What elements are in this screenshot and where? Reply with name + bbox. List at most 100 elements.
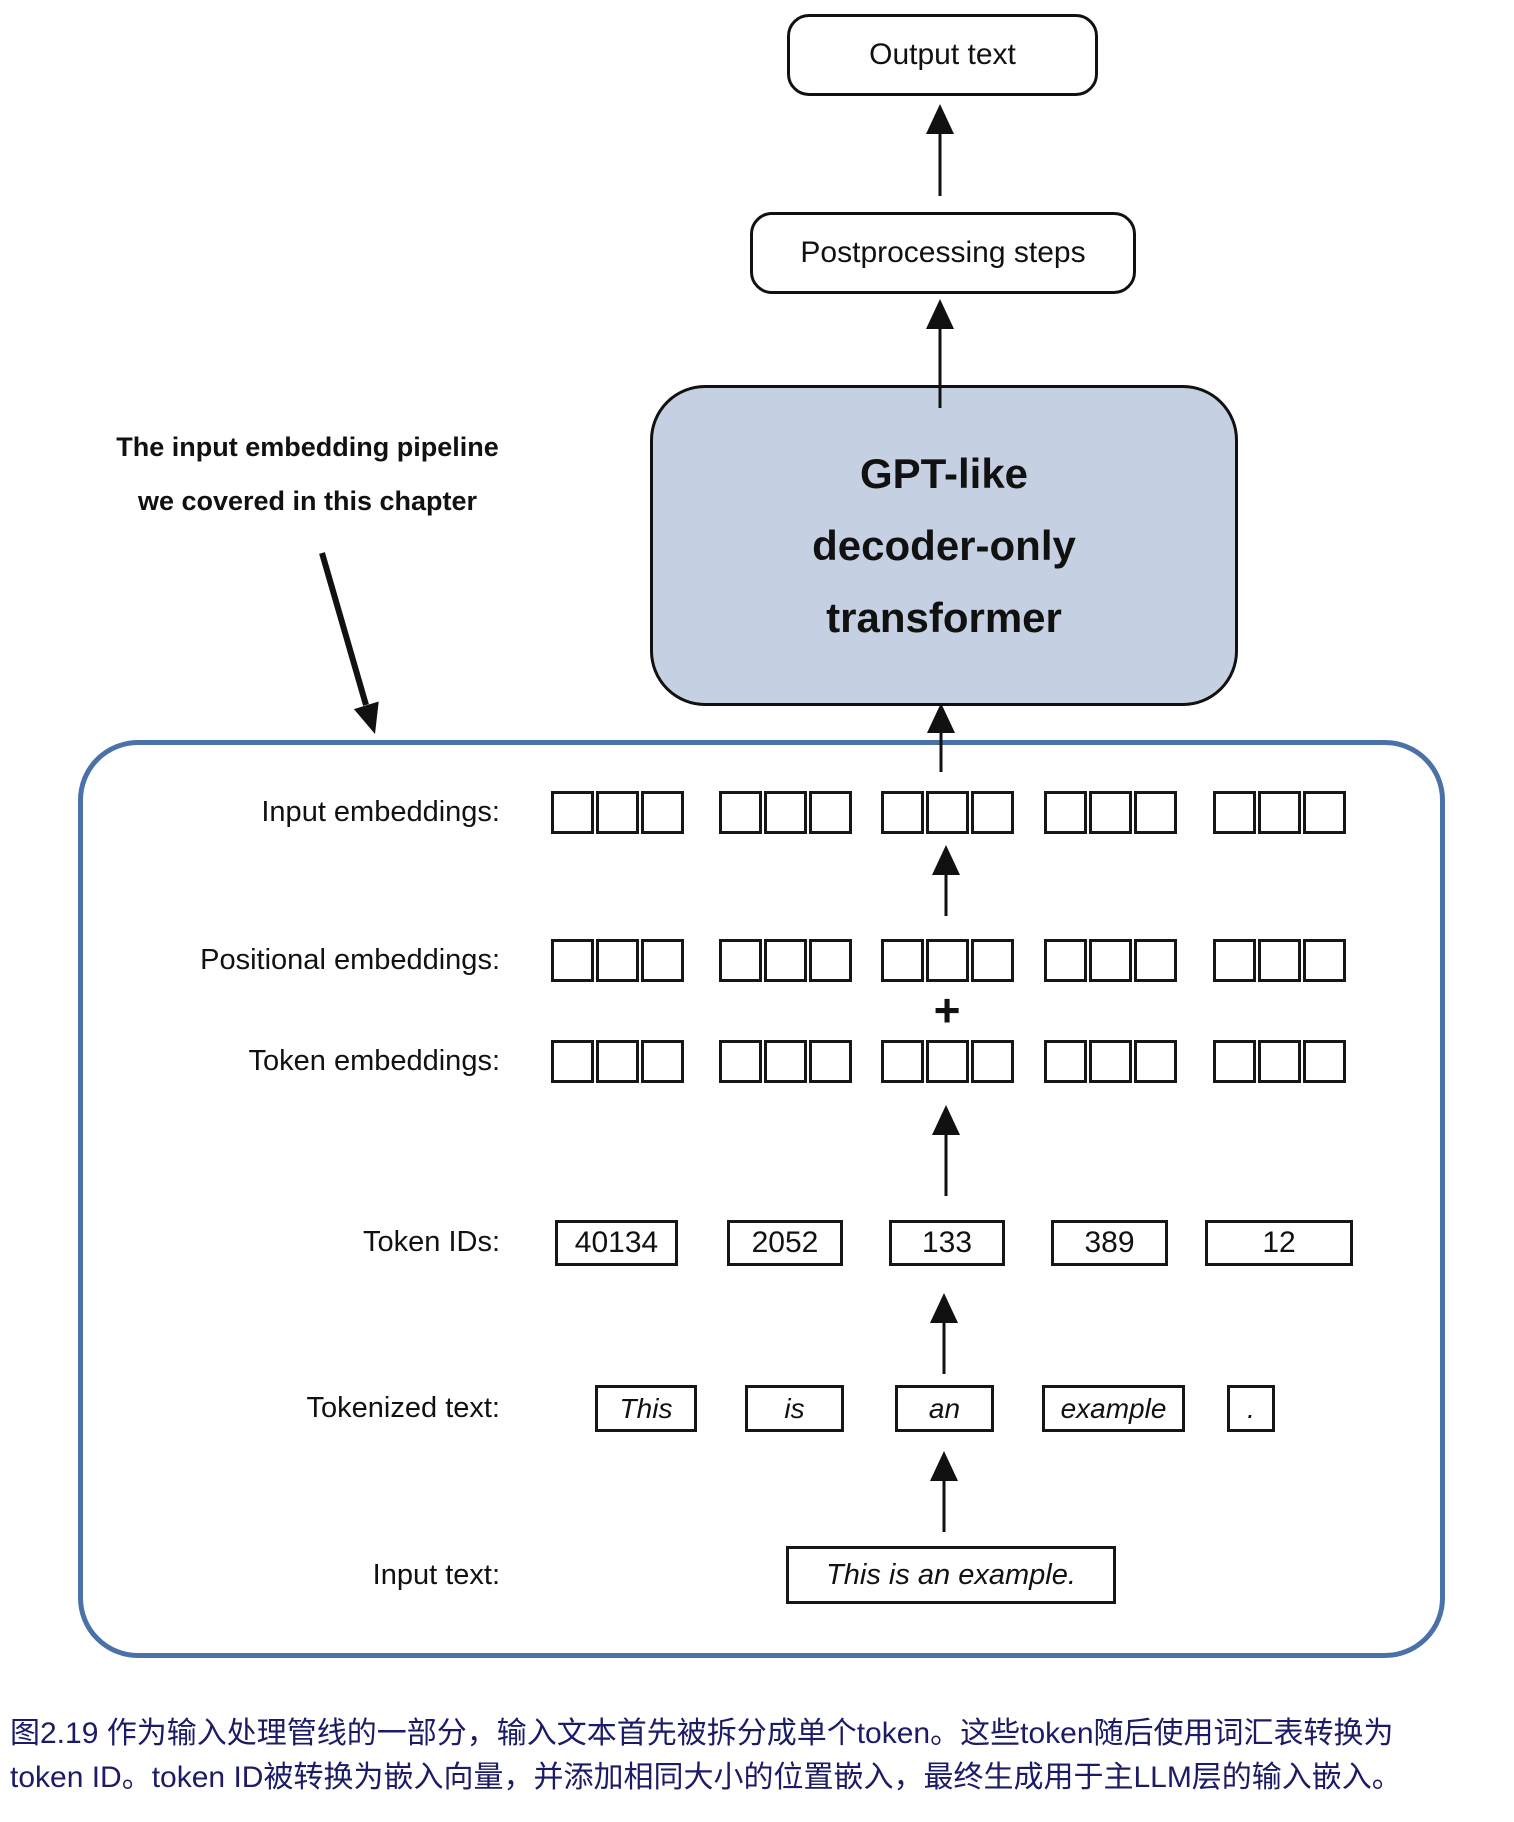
embedding-cell bbox=[551, 939, 594, 982]
annotation-line-1: The input embedding pipeline bbox=[116, 432, 499, 462]
token-text-box: is bbox=[745, 1385, 844, 1432]
arrow-sum-to-input-embeddings bbox=[932, 845, 960, 916]
embedding-cell bbox=[764, 791, 807, 834]
embedding-cell bbox=[1213, 791, 1256, 834]
caption-line-2: token ID。token ID被转换为嵌入向量，并添加相同大小的位置嵌入，最… bbox=[10, 1761, 1402, 1794]
embedding-cell bbox=[596, 939, 639, 982]
input-embeddings-vector-group bbox=[551, 791, 684, 834]
arrow-text-to-tokens bbox=[930, 1451, 958, 1532]
embedding-cell bbox=[1303, 791, 1346, 834]
embedding-cell bbox=[764, 939, 807, 982]
embedding-cell bbox=[971, 1040, 1014, 1083]
caption-line-1: 图2.19 作为输入处理管线的一部分，输入文本首先被拆分成单个token。这些t… bbox=[10, 1717, 1394, 1750]
input-embeddings-label: Input embeddings: bbox=[261, 796, 500, 828]
embedding-cell bbox=[971, 791, 1014, 834]
figure-caption: 图2.19 作为输入处理管线的一部分，输入文本首先被拆分成单个token。这些t… bbox=[10, 1712, 1508, 1800]
embedding-cell bbox=[764, 1040, 807, 1083]
token-text-box: example bbox=[1042, 1385, 1185, 1432]
embedding-cell bbox=[1213, 939, 1256, 982]
arrowhead-up-icon bbox=[927, 703, 955, 733]
arrow-gpt-to-postprocessing bbox=[926, 299, 954, 408]
input-text-label: Input text: bbox=[372, 1559, 500, 1591]
input-embeddings-vector-group bbox=[719, 791, 852, 834]
embedding-cell bbox=[1303, 1040, 1346, 1083]
token-text-box: an bbox=[895, 1385, 994, 1432]
embedding-cell bbox=[1303, 939, 1346, 982]
arrow-postprocessing-to-output bbox=[926, 104, 954, 196]
embedding-cell bbox=[551, 791, 594, 834]
plus-sign: + bbox=[933, 984, 961, 1036]
embedding-cell bbox=[1134, 791, 1177, 834]
embedding-cell bbox=[881, 1040, 924, 1083]
embedding-cell bbox=[551, 1040, 594, 1083]
embedding-cell bbox=[881, 791, 924, 834]
embedding-cell bbox=[1258, 791, 1301, 834]
token-text-box: This bbox=[595, 1385, 697, 1432]
embedding-cell bbox=[1258, 939, 1301, 982]
arrowhead-up-icon bbox=[932, 1105, 960, 1135]
positional-embeddings-label: Positional embeddings: bbox=[200, 944, 500, 976]
input-embeddings-vector-group bbox=[881, 791, 1014, 834]
embedding-cell bbox=[1213, 1040, 1256, 1083]
embedding-cell bbox=[926, 939, 969, 982]
output-text-box: Output text bbox=[787, 14, 1098, 96]
token-embeddings-vector-group bbox=[551, 1040, 684, 1083]
token-id-box: 389 bbox=[1051, 1220, 1168, 1266]
token-embeddings-vector-group bbox=[1044, 1040, 1177, 1083]
positional-embeddings-vector-group bbox=[551, 939, 684, 982]
tokenized-text-label: Tokenized text: bbox=[306, 1392, 500, 1424]
embedding-cell bbox=[641, 939, 684, 982]
input-text-value: This is an example. bbox=[826, 1558, 1076, 1591]
gpt-box-line-3: transformer bbox=[826, 593, 1062, 641]
embedding-cell bbox=[926, 1040, 969, 1083]
annotation-pointer-arrow bbox=[319, 552, 379, 734]
embedding-cell bbox=[1044, 1040, 1087, 1083]
arrowhead-up-icon bbox=[926, 299, 954, 329]
embedding-cell bbox=[719, 791, 762, 834]
embedding-cell bbox=[1044, 939, 1087, 982]
positional-embeddings-vector-group bbox=[881, 939, 1014, 982]
embedding-cell bbox=[1258, 1040, 1301, 1083]
input-embeddings-vector-group bbox=[1044, 791, 1177, 834]
embedding-cell bbox=[1134, 1040, 1177, 1083]
token-embeddings-vector-group bbox=[881, 1040, 1014, 1083]
token-text-box: . bbox=[1227, 1385, 1275, 1432]
arrowhead-up-icon bbox=[930, 1293, 958, 1323]
positional-embeddings-vector-group bbox=[719, 939, 852, 982]
embedding-cell bbox=[1089, 1040, 1132, 1083]
embedding-cell bbox=[641, 1040, 684, 1083]
token-id-box: 2052 bbox=[727, 1220, 843, 1266]
arrowhead-up-icon bbox=[926, 104, 954, 134]
embedding-cell bbox=[1044, 791, 1087, 834]
input-embedding-pipeline-frame bbox=[78, 740, 1445, 1658]
embedding-cell bbox=[1134, 939, 1177, 982]
embedding-cell bbox=[596, 791, 639, 834]
output-text-label: Output text bbox=[869, 38, 1016, 71]
arrowhead-up-icon bbox=[930, 1451, 958, 1481]
arrow-tokens-to-ids bbox=[930, 1293, 958, 1374]
embedding-cell bbox=[971, 939, 1014, 982]
embedding-cell bbox=[1089, 791, 1132, 834]
annotation-text: The input embedding pipeline we covered … bbox=[85, 420, 530, 528]
gpt-box-line-1: GPT-like bbox=[859, 449, 1029, 497]
embedding-cell bbox=[809, 939, 852, 982]
postprocessing-steps-box: Postprocessing steps bbox=[750, 212, 1136, 294]
embedding-cell bbox=[881, 939, 924, 982]
embedding-cell bbox=[809, 791, 852, 834]
arrow-ids-to-token-embeddings bbox=[932, 1105, 960, 1196]
token-id-box: 133 bbox=[889, 1220, 1005, 1266]
annotation-line-2: we covered in this chapter bbox=[137, 486, 478, 516]
positional-embeddings-vector-group bbox=[1213, 939, 1346, 982]
gpt-decoder-box: GPT-like decoder-only transformer bbox=[650, 385, 1238, 706]
token-embeddings-label: Token embeddings: bbox=[248, 1045, 501, 1077]
embedding-cell bbox=[719, 939, 762, 982]
token-embeddings-vector-group bbox=[1213, 1040, 1346, 1083]
arrow-pipeline-to-gpt bbox=[927, 703, 955, 772]
postprocessing-steps-label: Postprocessing steps bbox=[800, 236, 1086, 269]
embedding-cell bbox=[719, 1040, 762, 1083]
input-embeddings-vector-group bbox=[1213, 791, 1346, 834]
embedding-cell bbox=[596, 1040, 639, 1083]
token-embeddings-vector-group bbox=[719, 1040, 852, 1083]
embedding-cell bbox=[809, 1040, 852, 1083]
